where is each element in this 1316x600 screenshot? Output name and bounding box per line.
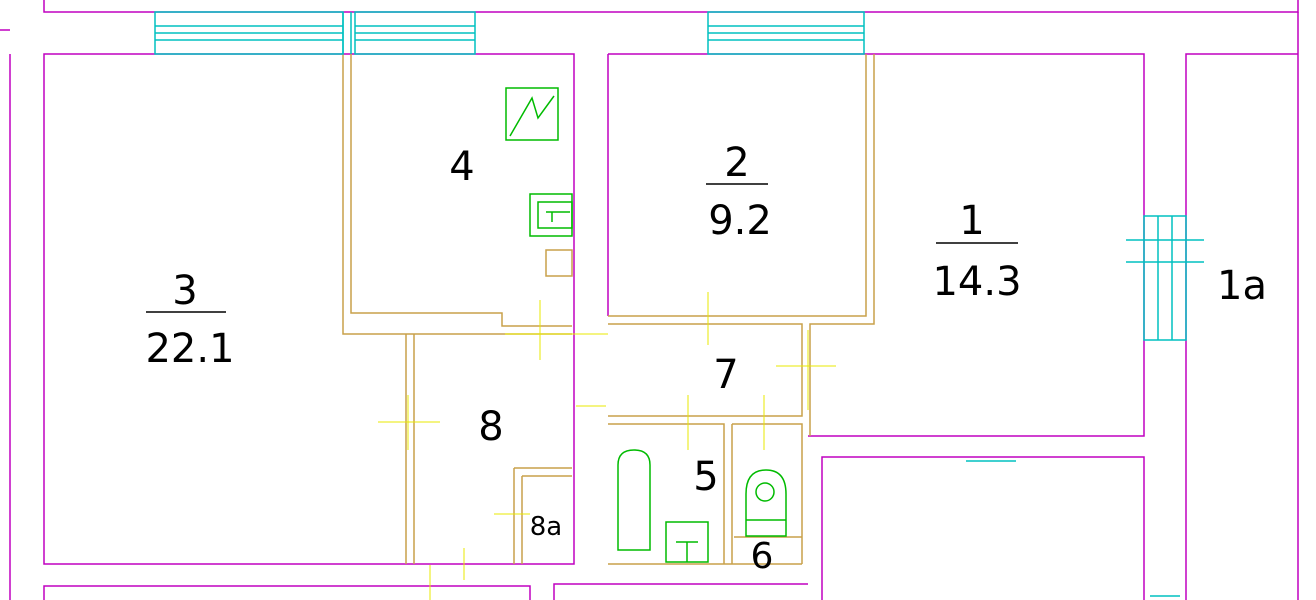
- bathtub-icon: [617, 449, 651, 551]
- room-3-area: 22.1: [145, 326, 234, 372]
- toilet-icon: [745, 469, 787, 537]
- room-7-number: 7: [713, 352, 738, 398]
- room-2-number: 2: [724, 140, 749, 186]
- room-2-area: 9.2: [708, 198, 772, 244]
- room-8-number: 8: [478, 404, 503, 450]
- guide-lines: [378, 292, 836, 600]
- room-5-number: 5: [693, 454, 718, 500]
- room-1-area: 14.3: [932, 259, 1021, 305]
- room-3-number: 3: [172, 268, 197, 314]
- counter-block: [545, 249, 573, 277]
- room-4-number: 4: [449, 144, 474, 190]
- room-8a-number: 8a: [530, 512, 562, 542]
- sink-icon: [665, 521, 709, 563]
- room-2-label: 2 9.2: [706, 140, 772, 244]
- room-1a-number: 1a: [1217, 263, 1267, 309]
- room-1-label: 1 14.3: [932, 198, 1021, 305]
- stove-icon: [529, 193, 573, 237]
- room-1-number: 1: [959, 198, 984, 244]
- room-3-label: 3 22.1: [145, 268, 234, 372]
- windows: [154, 11, 1204, 597]
- room-6-number: 6: [751, 536, 774, 577]
- radiator-icon: [505, 87, 559, 141]
